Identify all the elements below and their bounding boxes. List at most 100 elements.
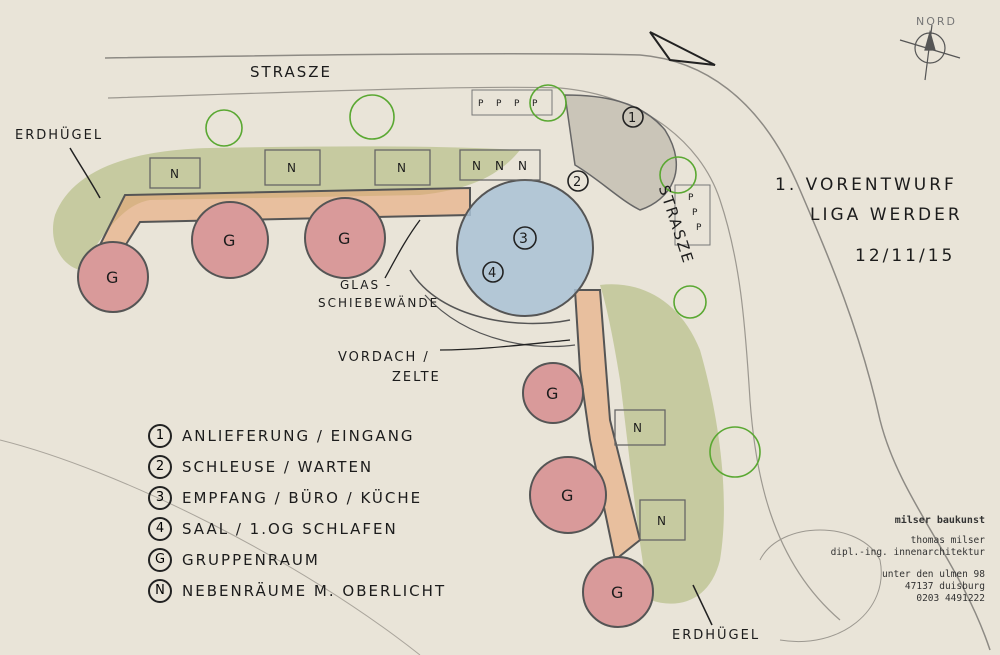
legend-item-1: 1 ANLIEFERUNG / EINGANG: [148, 420, 508, 451]
side-room-3: [374, 149, 431, 186]
svg-text:G: G: [106, 268, 120, 287]
legend-item-side-room: N NEBENRÄUME M. OBERLICHT: [148, 575, 508, 606]
sun-triangle-icon: [649, 31, 716, 66]
svg-text:N: N: [495, 159, 506, 173]
parking-symbols: P P P P P P P: [478, 99, 703, 233]
tree-4: [659, 156, 697, 194]
earth-mound-label-left: ERDHÜGEL: [15, 128, 104, 143]
marker-1: 1: [628, 111, 638, 126]
svg-text:P: P: [696, 223, 703, 233]
svg-text:G: G: [611, 583, 625, 602]
project-title-line1: 1. VORENTWURF: [775, 175, 957, 195]
earth-mound-right: [600, 284, 724, 604]
leader-erdhuegel-left: [69, 147, 101, 199]
leader-erdhuegel-bottom: [692, 584, 713, 626]
svg-text:P: P: [496, 99, 503, 109]
svg-text:N: N: [397, 161, 408, 175]
legend: 1 ANLIEFERUNG / EINGANG 2 SCHLEUSE / WAR…: [148, 420, 508, 606]
svg-text:P: P: [532, 99, 539, 109]
svg-text:N: N: [633, 421, 644, 435]
group-room-6: [582, 556, 654, 628]
architect-stamp: milser baukunst thomas milser dipl.-ing.…: [805, 515, 985, 605]
canopy-label-2: ZELTE: [392, 370, 441, 385]
side-room-6: [639, 499, 686, 541]
legend-item-4: 4 SAAL / 1.OG SCHLAFEN: [148, 513, 508, 544]
svg-text:P: P: [478, 99, 485, 109]
legend-item-group-room: G GRUPPENRAUM: [148, 544, 508, 575]
earth-mound-left: [52, 146, 521, 270]
north-label: NORD: [916, 15, 957, 28]
stamp-title: dipl.-ing. innenarchitektur: [830, 547, 985, 558]
entrance-paving: [564, 94, 677, 211]
project-date: 12/11/15: [855, 246, 956, 266]
parking-top: [471, 89, 553, 116]
stamp-phone: 0203 4491222: [916, 593, 985, 604]
side-rooms: [149, 149, 686, 541]
earth-mound-label-bottom: ERDHÜGEL: [672, 628, 761, 643]
north-arrow-icon: [899, 24, 961, 81]
street-edge-top: [104, 53, 991, 651]
trees: [205, 84, 761, 478]
glass-walls-label-2: SCHIEBEWÄNDE: [318, 296, 440, 310]
central-hall: [456, 179, 594, 317]
side-room-1: [149, 157, 201, 189]
plan-number-markers: 1 2 3 4: [482, 106, 644, 283]
leader-glass: [384, 219, 421, 279]
svg-text:G: G: [561, 486, 575, 505]
canopy-label-1: VORDACH /: [338, 350, 430, 365]
legend-item-2: 2 SCHLEUSE / WARTEN: [148, 451, 508, 482]
stamp-name: thomas milser: [910, 535, 985, 546]
svg-text:P: P: [692, 208, 699, 218]
tree-1: [205, 109, 243, 147]
group-rooms: [77, 197, 654, 628]
legend-text: GRUPPENRAUM: [182, 550, 320, 569]
legend-text: SAAL / 1.OG SCHLAFEN: [182, 519, 398, 538]
tree-2: [349, 94, 395, 140]
svg-text:N: N: [170, 167, 181, 181]
project-title-line2: LIGA WERDER: [810, 205, 963, 225]
side-room-symbols: N N N N N N N N: [170, 159, 668, 528]
svg-text:P: P: [688, 193, 695, 203]
svg-text:G: G: [546, 384, 560, 403]
lower-boundary: [0, 439, 421, 655]
stamp-street: unter den ulmen 98: [882, 569, 985, 580]
svg-text:G: G: [223, 231, 237, 250]
side-room-4: [459, 149, 541, 181]
stamp-brand: milser baukunst: [894, 515, 985, 526]
legend-symbol: N: [148, 578, 172, 603]
legend-symbol: 2: [148, 454, 172, 479]
group-room-symbols: G G G G G G: [106, 229, 625, 602]
hall-arc: [409, 269, 571, 325]
group-room-5: [529, 456, 607, 534]
group-room-3: [304, 197, 386, 279]
marker-3: 3: [519, 231, 530, 247]
marker-4: 4: [488, 266, 498, 281]
svg-text:G: G: [338, 229, 352, 248]
side-room-5: [614, 409, 666, 446]
legend-symbol: 1: [148, 423, 172, 448]
glass-walls-label-1: GLAS -: [340, 278, 393, 292]
legend-symbol: G: [148, 547, 172, 572]
stamp-city: 47137 duisburg: [904, 581, 985, 592]
side-room-2: [264, 149, 321, 186]
legend-text: NEBENRÄUME M. OBERLICHT: [182, 581, 447, 600]
corridor-west: [93, 186, 471, 264]
legend-text: EMPFANG / BÜRO / KÜCHE: [182, 488, 423, 507]
svg-text:N: N: [472, 159, 483, 173]
legend-symbol: 4: [148, 516, 172, 541]
hall-arc-2: [424, 294, 576, 348]
street-edge-inner: [107, 86, 841, 621]
tree-5: [673, 285, 707, 319]
svg-text:P: P: [514, 99, 521, 109]
svg-text:N: N: [518, 159, 529, 173]
group-room-4: [522, 362, 584, 424]
group-room-2: [191, 201, 269, 279]
legend-symbol: 3: [148, 485, 172, 510]
svg-text:N: N: [287, 161, 298, 175]
legend-item-3: 3 EMPFANG / BÜRO / KÜCHE: [148, 482, 508, 513]
legend-text: ANLIEFERUNG / EINGANG: [182, 426, 415, 445]
tree-3: [529, 84, 567, 122]
legend-text: SCHLEUSE / WARTEN: [182, 457, 374, 476]
svg-text:N: N: [657, 514, 668, 528]
